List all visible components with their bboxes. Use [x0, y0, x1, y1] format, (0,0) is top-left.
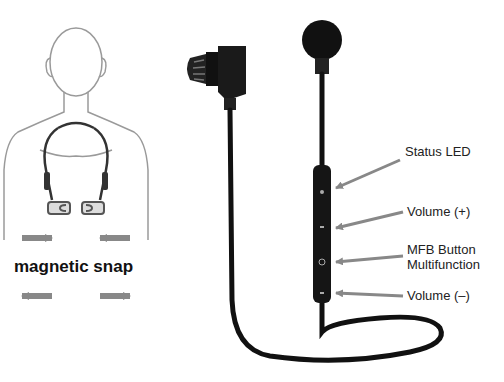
worn-cable — [45, 123, 108, 200]
remote-control — [313, 165, 331, 303]
part-label: Volume (–) — [407, 288, 501, 303]
part-label: MFB Button Multifunction — [407, 242, 501, 272]
leader-arrows — [336, 160, 403, 296]
part-label: Status LED — [405, 144, 501, 159]
worn-remote — [44, 172, 108, 190]
magnet-buds — [48, 202, 104, 214]
snap-label: magnetic snap — [14, 257, 154, 277]
left-earbud — [187, 46, 246, 110]
part-label: Volume (+) — [407, 204, 501, 219]
person-outline — [4, 28, 148, 240]
right-earbud — [302, 20, 342, 74]
